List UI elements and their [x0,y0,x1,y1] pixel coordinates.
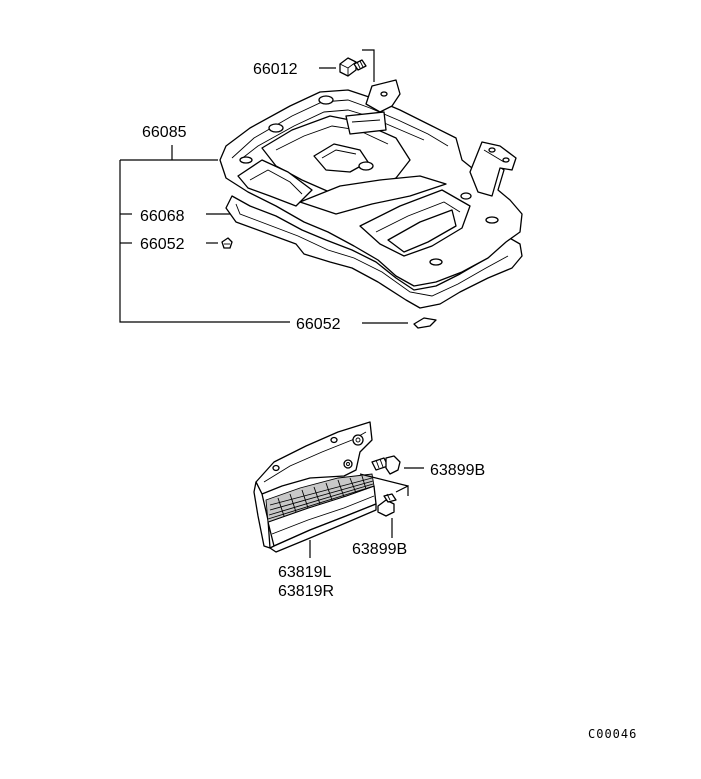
label-66068: 66068 [140,208,185,225]
floor-panel-assembly [219,79,523,309]
label-66052-bottom: 66052 [296,316,341,333]
label-66052-left: 66052 [140,236,185,253]
bolt-66012 [339,57,367,77]
tread-grid [267,475,375,520]
label-66085: 66085 [142,124,187,141]
label-66012: 66012 [253,61,298,78]
label-63819L: 63819L [278,564,331,581]
clip-66052-bottom [413,317,437,329]
label-63819R: 63819R [278,583,334,600]
clip-66052-left [221,237,233,249]
gasket-66068 [225,195,523,309]
bolt-63899B-lower [377,493,397,517]
label-63899B-right: 63899B [430,462,485,479]
right-bracket [469,141,517,197]
label-63899B-lower: 63899B [352,541,407,558]
reference-code: C00046 [588,727,637,741]
step-assembly [253,421,377,553]
bolt-63899B-right [371,455,401,475]
